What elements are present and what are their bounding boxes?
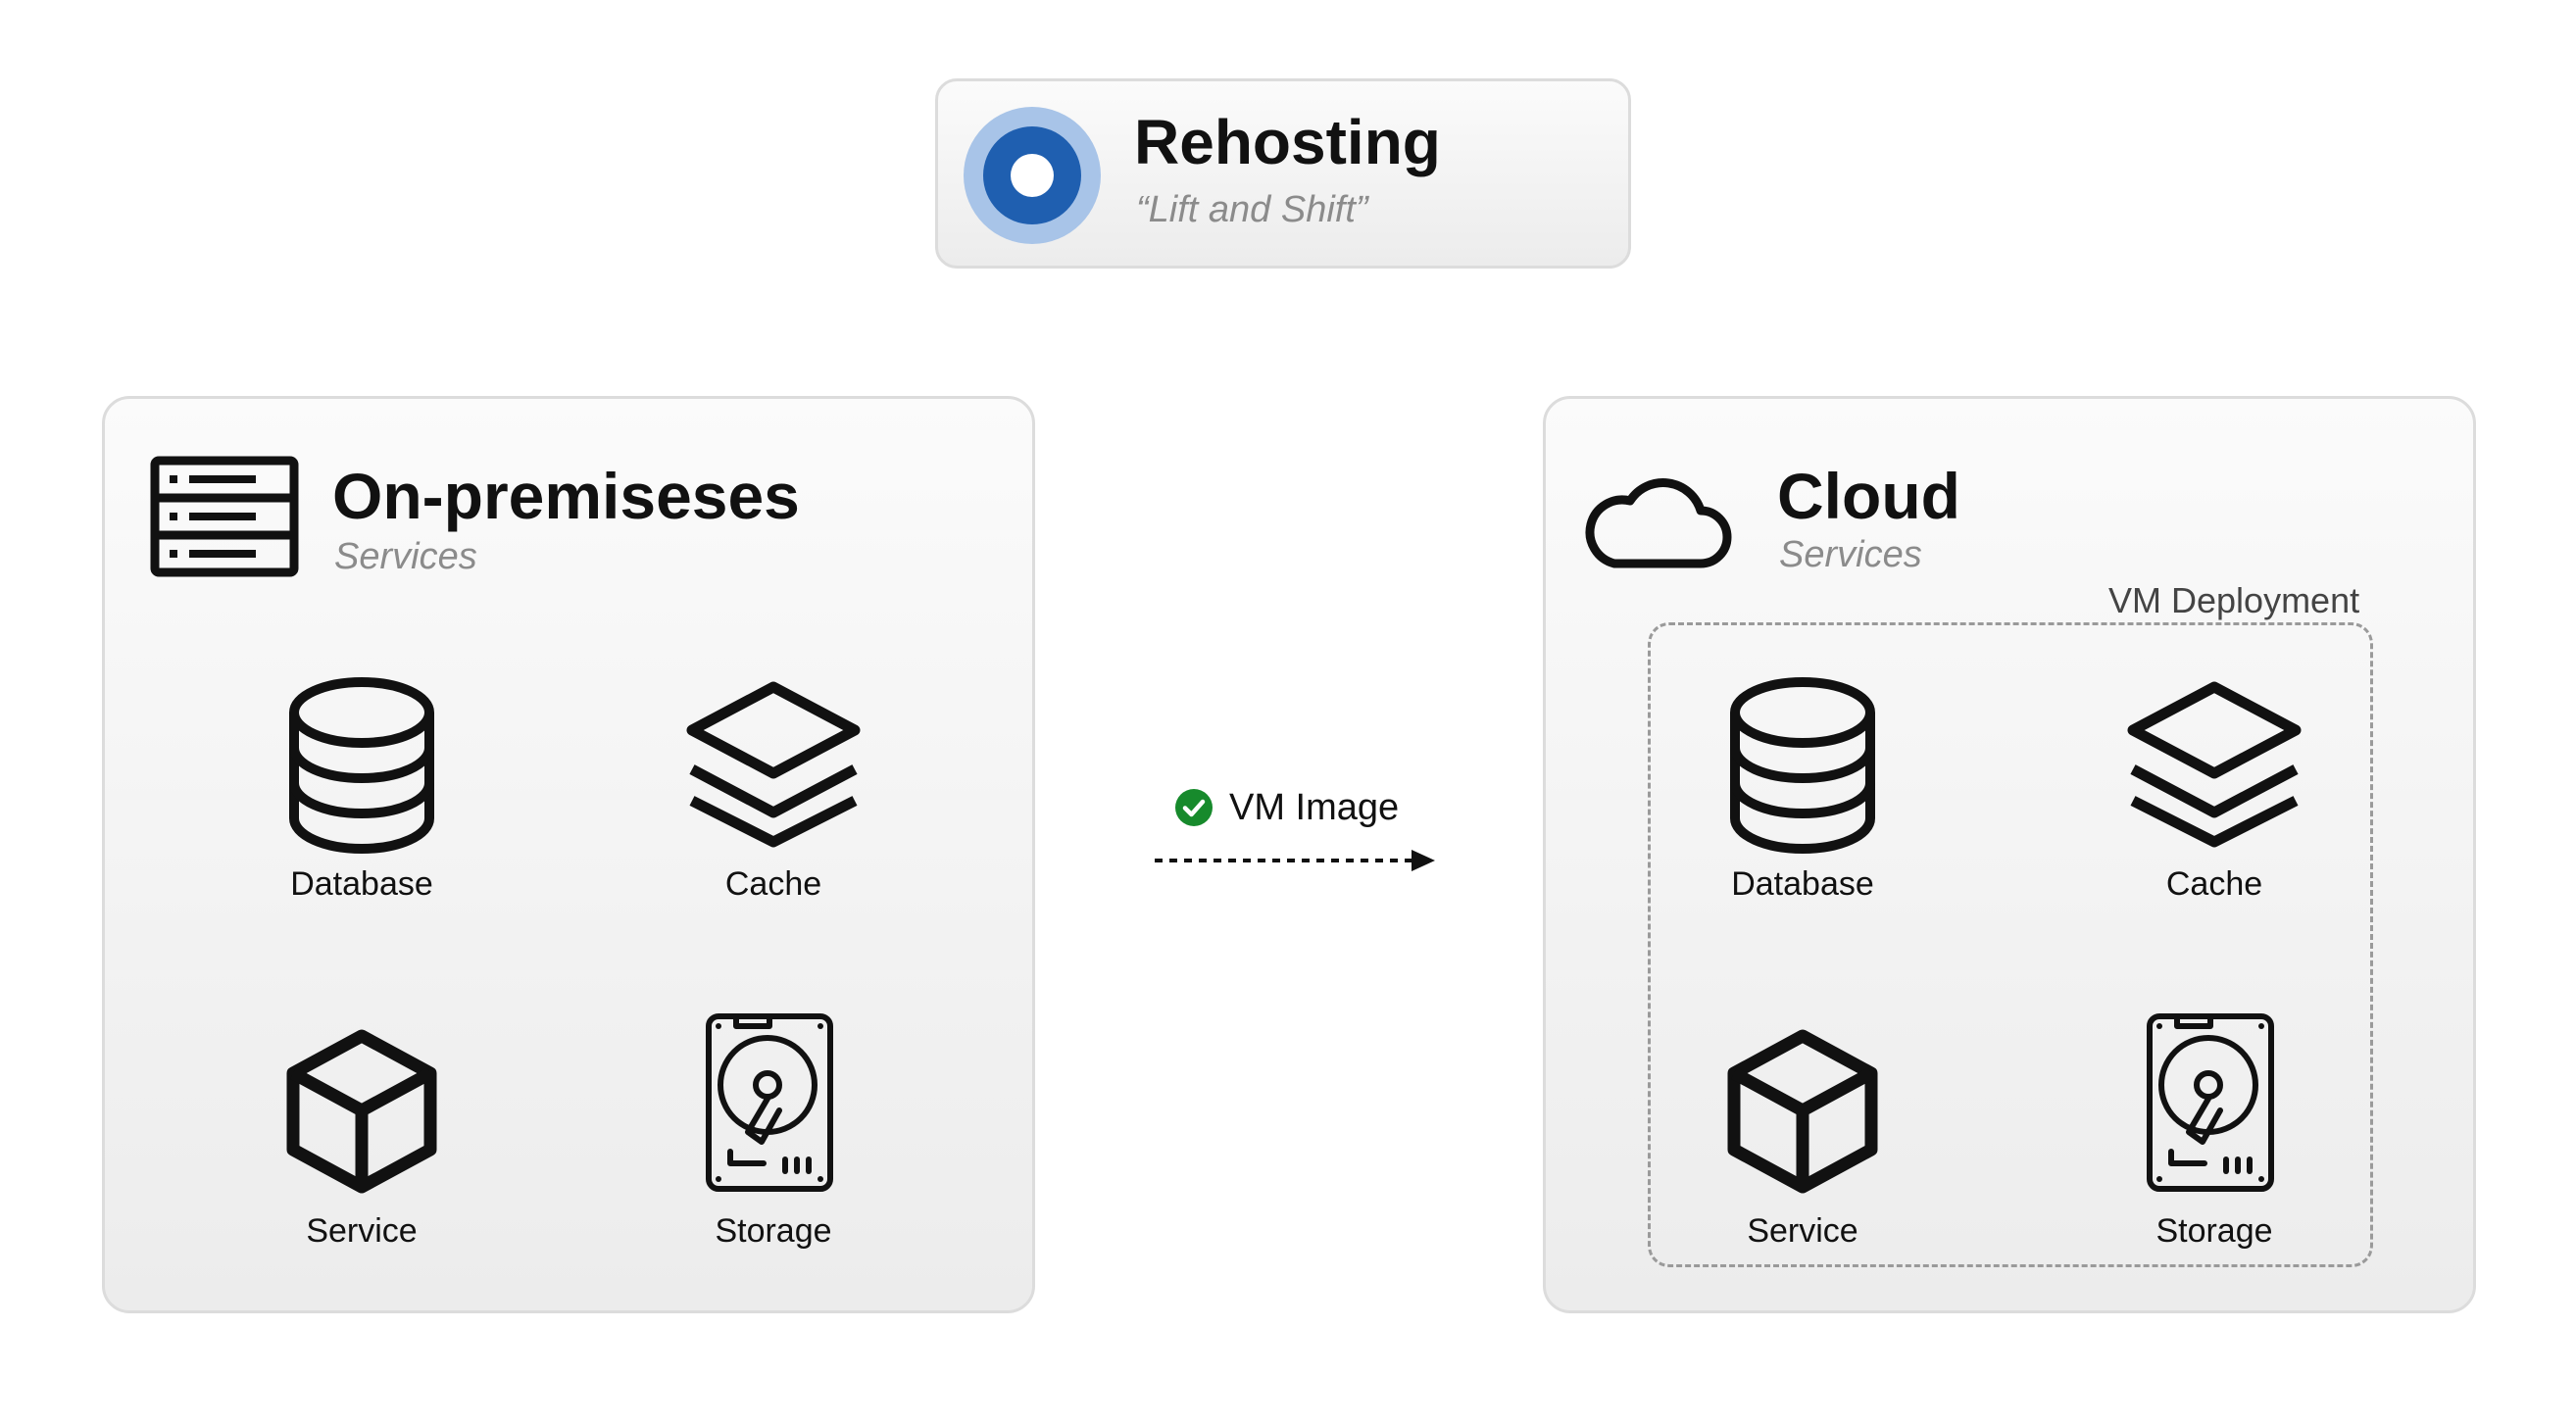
service-label-database: Database (290, 865, 433, 903)
onprem-title: On-premiseses (332, 460, 800, 532)
cloud-panel: Cloud Services VM Deployment Database Ca… (1543, 396, 2476, 1313)
check-circle-icon (1174, 788, 1214, 832)
page-title: Rehosting (1134, 107, 1441, 177)
cloud-subtitle: Services (1779, 534, 1922, 575)
onprem-subtitle: Services (334, 536, 477, 577)
service-label-storage: Storage (715, 1212, 832, 1250)
cloud-title: Cloud (1777, 460, 1960, 532)
cube-icon (285, 1028, 438, 1195)
header-card: Rehosting “Lift and Shift” (935, 78, 1631, 269)
page-subtitle: “Lift and Shift” (1136, 189, 1368, 230)
layers-icon (684, 679, 863, 848)
vm-deployment-label: VM Deployment (2108, 580, 2360, 620)
hard-drive-icon (2146, 1012, 2275, 1193)
migration-arrow (1153, 847, 1437, 879)
service-label-service: Service (306, 1212, 418, 1250)
service-label-storage: Storage (2155, 1212, 2273, 1250)
layers-icon (2125, 679, 2304, 848)
cloud-icon (1581, 471, 1732, 574)
onprem-panel: On-premiseses Services Database Cache Se… (102, 396, 1035, 1313)
service-label-cache: Cache (724, 865, 822, 903)
vm-deployment-group (1648, 622, 2373, 1267)
cube-icon (1726, 1028, 1879, 1195)
service-label-database: Database (1731, 865, 1874, 903)
connector-label: VM Image (1229, 787, 1400, 828)
database-icon (1728, 675, 1877, 856)
server-rack-icon (150, 456, 299, 582)
hard-drive-icon (705, 1012, 834, 1193)
target-icon (962, 105, 1103, 251)
database-icon (287, 675, 436, 856)
service-label-cache: Cache (2165, 865, 2263, 903)
service-label-service: Service (1747, 1212, 1858, 1250)
